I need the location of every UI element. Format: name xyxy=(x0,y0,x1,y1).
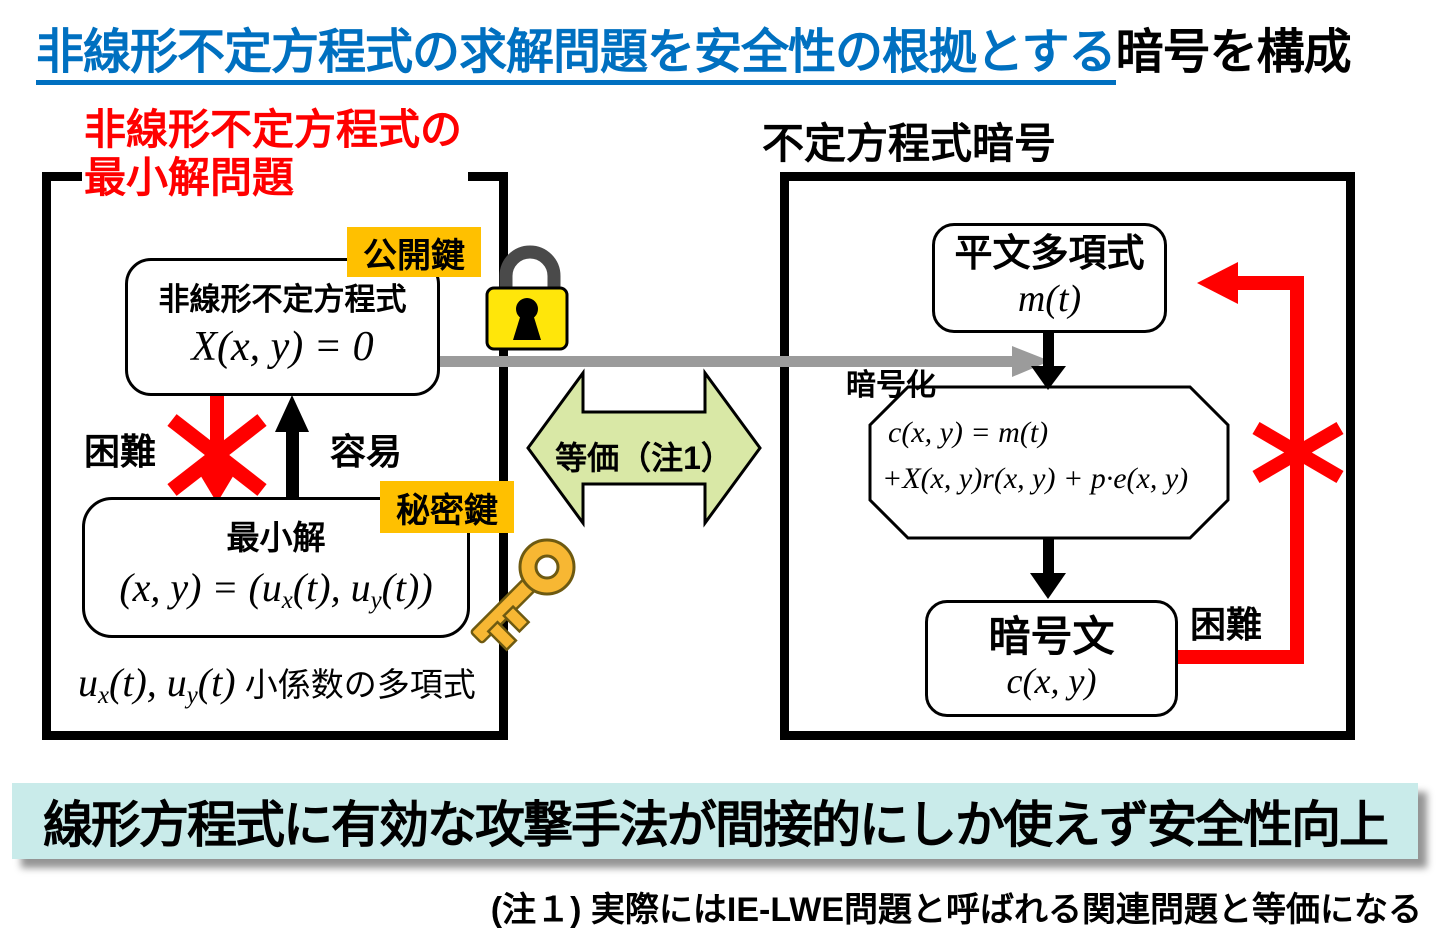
foot-sub2: y xyxy=(186,681,198,709)
left-panel-title-line1: 非線形不定方程式の xyxy=(84,106,463,153)
conclusion-banner-text: 線形方程式に有効な攻撃手法が間接的にしか使えず安全性向上 xyxy=(43,797,1389,853)
minimal-solution-formula: (x, y) = (ux(t), uy(t)) xyxy=(119,564,432,615)
right-panel-title: 不定方程式暗号 xyxy=(762,120,1057,167)
title-rest: 暗号を構成 xyxy=(1115,26,1352,79)
padlock-icon xyxy=(485,245,569,351)
nonlinear-equation-title: 非線形不定方程式 xyxy=(158,281,407,317)
sol-f-p2: (t), u xyxy=(292,565,371,611)
hard-label-right: 困難 xyxy=(1190,604,1263,645)
foot-f2: (t), u xyxy=(109,660,187,705)
left-panel-title: 非線形不定方程式の 最小解問題 xyxy=(82,104,469,205)
public-key-tag: 公開鍵 xyxy=(347,227,481,277)
encryption-octagon xyxy=(868,385,1230,540)
ciphertext-formula: c(x, y) xyxy=(1006,660,1097,701)
ciphertext-title: 暗号文 xyxy=(988,613,1115,661)
left-footnote-text: 小係数の多項式 xyxy=(235,666,476,703)
secret-key-tag: 秘密鍵 xyxy=(380,481,514,533)
plaintext-formula: m(t) xyxy=(1017,277,1082,320)
equivalence-label: 等価（注1） xyxy=(555,440,733,476)
encrypt-flow-arrow xyxy=(1031,333,1066,390)
foot-f3: (t) xyxy=(197,660,236,705)
title-highlighted: 非線形不定方程式の求解問題を安全性の根拠とする xyxy=(36,26,1117,85)
sol-f-sub2: y xyxy=(370,587,382,615)
public-key-tag-label: 公開鍵 xyxy=(363,236,465,275)
cipher-formula-line2: +X(x, y)r(x, y) + p·e(x, y) xyxy=(882,462,1189,495)
left-footnote: ux(t), uy(t) 小係数の多項式 xyxy=(78,658,476,710)
left-footnote-formula: ux(t), uy(t) xyxy=(78,660,236,709)
cipher-flow-arrow xyxy=(1030,539,1066,599)
easy-direction-arrow xyxy=(275,395,309,505)
nonlinear-equation-box: 非線形不定方程式 X(x, y) = 0 xyxy=(125,258,440,396)
foot-f1: u xyxy=(78,660,98,705)
sol-f-sub1: x xyxy=(281,587,293,615)
sol-f-p3: (t)) xyxy=(381,565,433,611)
bottom-note: (注１) 実際にはIE-LWE問題と呼ばれる関連問題と等価になる xyxy=(490,891,1422,929)
easy-label: 容易 xyxy=(330,431,403,472)
cipher-formula-line1: c(x, y) = m(t) xyxy=(888,416,1049,449)
plaintext-title: 平文多項式 xyxy=(954,233,1145,276)
hard-direction-arrow xyxy=(167,396,267,503)
equivalence-double-arrow xyxy=(526,368,762,528)
gray-publish-arrow xyxy=(440,346,1050,377)
encrypt-label: 暗号化 xyxy=(846,369,936,402)
minimal-solution-title: 最小解 xyxy=(226,518,326,556)
hard-decrypt-arrow xyxy=(1178,262,1344,664)
conclusion-banner: 線形方程式に有効な攻撃手法が間接的にしか使えず安全性向上 xyxy=(12,783,1418,859)
sol-f-p1: (x, y) = (u xyxy=(119,565,282,611)
key-icon xyxy=(470,538,576,652)
secret-key-tag-label: 秘密鍵 xyxy=(396,491,498,530)
hard-label-left: 困難 xyxy=(84,431,157,472)
left-panel-title-line2: 最小解問題 xyxy=(84,154,295,202)
right-cipher-frame xyxy=(780,172,1355,740)
page-title: 非線形不定方程式の求解問題を安全性の根拠とする暗号を構成 xyxy=(36,12,1352,85)
plaintext-box: 平文多項式 m(t) xyxy=(932,223,1167,333)
foot-sub1: x xyxy=(98,681,110,709)
ciphertext-box: 暗号文 c(x, y) xyxy=(925,600,1178,717)
nonlinear-equation-formula: X(x, y) = 0 xyxy=(191,324,374,371)
